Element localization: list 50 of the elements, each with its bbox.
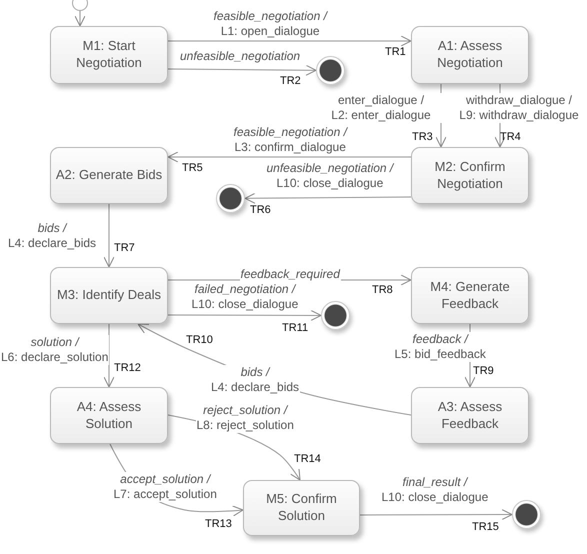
edge-label: unfeasible_negotiation <box>179 48 302 64</box>
transition-id: TR5 <box>182 162 203 174</box>
transition-arrow <box>360 509 512 520</box>
transition-arrow <box>168 36 412 46</box>
edge-label: feedback_required <box>240 266 341 282</box>
state-box: M1: Start Negotiation <box>50 26 168 84</box>
transition-arrow <box>168 64 316 76</box>
state-box: A3: Assess Feedback <box>411 387 529 444</box>
final-state-circle <box>321 301 350 330</box>
transition-id: TR2 <box>280 75 301 87</box>
edge-label: final_result / L10: close_dialogue <box>380 475 490 505</box>
transition-arrow <box>104 324 114 388</box>
transition-arrow <box>168 310 322 321</box>
transition-arrow <box>244 192 412 204</box>
final-state-circle <box>316 56 345 85</box>
transition-id: TR15 <box>472 521 499 533</box>
edge-label: accept_solution / L7: accept_solution <box>112 472 218 502</box>
edge-label: solution / L6: declare_solution <box>0 335 110 365</box>
edge-label: feasible_negotiation / L3: confirm_dialogue <box>232 125 348 155</box>
transition-id: TR4 <box>500 131 521 143</box>
state-box: A4: Assess Solution <box>50 387 168 444</box>
transition-id: TR7 <box>114 242 135 254</box>
edge-label: bids / L4: declare_bids <box>210 365 300 395</box>
transition-id: TR1 <box>385 46 406 58</box>
edge-label: bids / L4: declare_bids <box>7 221 98 251</box>
transition-id: TR11 <box>282 322 308 334</box>
final-state-circle <box>512 500 541 529</box>
edge-label: failed_negotiation / L10: close_dialogue <box>190 282 300 312</box>
state-box: M5: Confirm Solution <box>243 480 360 536</box>
edge-label: feedback / L5: bid_feedback <box>394 332 487 362</box>
transition-id: TR8 <box>372 284 393 296</box>
transition-arrow <box>74 10 86 26</box>
final-state-circle <box>216 184 245 213</box>
transition-arrow <box>104 204 114 268</box>
state-box: M4: Generate Feedback <box>411 267 529 324</box>
edge-label: unfeasible_negotiation / L10: close_dialogue <box>266 161 394 191</box>
transition-id: TR13 <box>205 518 232 530</box>
state-box: M3: Identify Deals <box>50 267 168 324</box>
transition-id: TR12 <box>114 362 141 374</box>
transition-id: TR9 <box>473 365 494 377</box>
transition-arrow <box>168 152 412 162</box>
state-box: A1: Assess Negotiation <box>411 26 529 84</box>
edge-label: reject_solution / L8: reject_solution <box>196 403 295 433</box>
transition-id: TR14 <box>294 453 321 465</box>
transition-id: TR10 <box>186 334 213 346</box>
transition-id: TR3 <box>412 131 433 143</box>
edge-label: feasible_negotiation / L1: open_dialogue <box>212 9 328 39</box>
state-box: M2: Confirm Negotiation <box>411 147 529 204</box>
transition-id: TR6 <box>250 204 271 216</box>
state-box: A2: Generate Bids <box>50 147 168 204</box>
